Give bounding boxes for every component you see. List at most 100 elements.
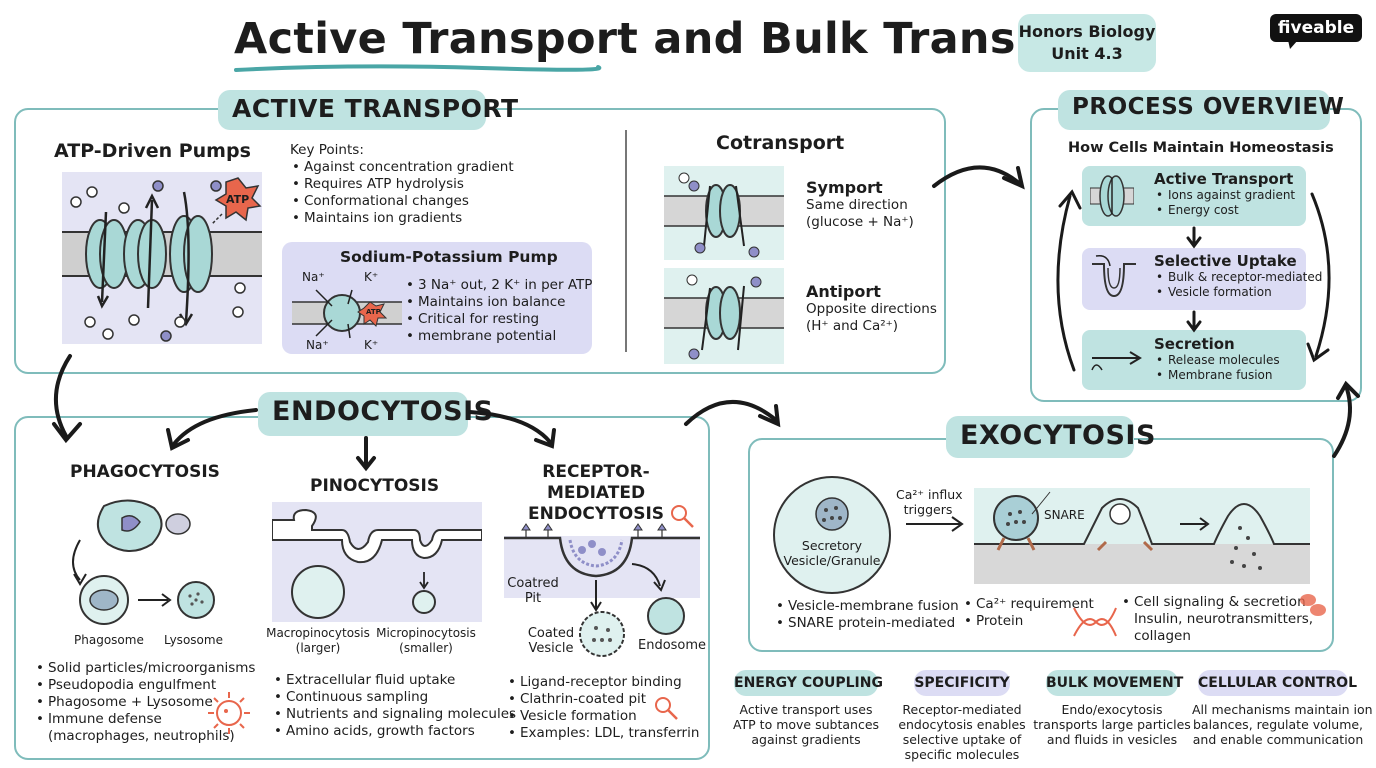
- rme-point-item: Ligand-receptor binding: [506, 674, 699, 691]
- concept-line: All mechanisms maintain ion: [1192, 702, 1373, 717]
- symport-line1: Same direction: [806, 197, 908, 213]
- exo-point-item: Vesicle-membrane fusion: [774, 598, 959, 615]
- key-points: Key Points: Against concentration gradie…: [290, 142, 514, 227]
- unit-badge-line2: Unit 4.3: [1051, 44, 1123, 63]
- key-point-item: Conformational changes: [290, 193, 514, 210]
- concept-line: and enable communication: [1192, 732, 1364, 747]
- antiport-title: Antiport: [806, 282, 881, 301]
- concept-specificity-text: Receptor-mediated endocytosis enables se…: [888, 702, 1036, 762]
- pino-point-item: Extracellular fluid uptake: [272, 672, 516, 689]
- napk-k-top: K⁺: [364, 270, 379, 284]
- exocytosis-fusion-illustration: [974, 488, 1310, 584]
- overview-step-line: Bulk & receptor-mediated: [1154, 270, 1322, 285]
- brand-logo-tail: [1288, 40, 1298, 49]
- napk-illustration: [292, 289, 402, 339]
- antiport-line2: (H⁺ and Ca²⁺): [806, 318, 899, 334]
- micropinocytosis-label: Micropinocytosis (smaller): [370, 626, 482, 656]
- trigger-arrow: [906, 516, 964, 532]
- unit-badge-line1: Honors Biology: [1018, 22, 1156, 41]
- concept-line: selective uptake of: [902, 732, 1022, 747]
- napk-point-item: Critical for resting: [404, 311, 592, 328]
- macrophage-icon: [208, 692, 250, 734]
- overview-step-title: Active Transport: [1154, 170, 1294, 188]
- rme-title: RECEPTOR-MEDIATED ENDOCYTOSIS: [496, 462, 696, 525]
- rme-point-item: Clathrin-coated pit: [506, 691, 699, 708]
- antiport-text: Antiport Opposite directions (H⁺ and Ca²…: [806, 282, 937, 335]
- snare-label: SNARE: [1044, 508, 1085, 522]
- coated-vesicle-line1: Coated: [527, 626, 575, 641]
- pinocytosis-points: Extracellular fluid uptake Continuous sa…: [272, 672, 516, 740]
- overview-step-title: Selective Uptake: [1154, 252, 1297, 270]
- macro-line2: (larger): [295, 641, 341, 655]
- concept-line: specific molecules: [904, 747, 1020, 762]
- molecule-icon: [1300, 594, 1326, 616]
- unit-badge: Honors Biology Unit 4.3: [1018, 14, 1156, 72]
- overview-secretion-icon: [1091, 351, 1142, 371]
- phagocytosis-illustration: [72, 499, 215, 625]
- arrow-head: [758, 404, 781, 428]
- key-points-title: Key Points:: [290, 142, 364, 158]
- concept-line: balances, regulate volume,: [1192, 717, 1364, 732]
- atp-burst-label: ATP: [226, 193, 250, 206]
- key-point-item: Maintains ion gradients: [290, 210, 514, 227]
- exo-point-item: SNARE protein-mediated: [774, 615, 959, 632]
- phagocytosis-points: Solid particles/microorganisms Pseudopod…: [34, 660, 255, 745]
- lysosome-label: Lysosome: [164, 633, 223, 647]
- brand-logo: fiveable: [1270, 14, 1362, 42]
- vesicle-line2: Vesicle/Granule: [783, 553, 881, 568]
- overview-step-line: Membrane fusion: [1154, 368, 1280, 383]
- rme-point-item: Examples: LDL, transferrin: [506, 725, 699, 742]
- vesicle-line1: Secretory: [801, 538, 863, 553]
- trigger-line2: triggers: [903, 502, 953, 517]
- concept-energy-coupling-text: Active transport uses ATP to move subtan…: [722, 702, 890, 747]
- macropinocytosis-label: Macropinocytosis (larger): [258, 626, 378, 656]
- napk-points: 3 Na⁺ out, 2 K⁺ in per ATP Maintains ion…: [404, 277, 592, 345]
- active-transport-heading: ACTIVE TRANSPORT: [218, 90, 518, 130]
- overview-step-line: Ions against gradient: [1154, 188, 1295, 203]
- rme-title-line2: ENDOCYTOSIS: [527, 504, 665, 524]
- napk-atp-label: ATP: [366, 308, 381, 316]
- napk-point-item: membrane potential: [404, 328, 592, 345]
- exo-point-item: Cell signaling & secretion: [1120, 594, 1313, 611]
- exocytosis-heading: EXOCYTOSIS: [946, 416, 1155, 458]
- overview-step-line: Vesicle formation: [1154, 285, 1322, 300]
- micro-line1: Micropinocytosis: [376, 626, 476, 640]
- concept-line: Active transport uses: [739, 702, 873, 717]
- concept-cellular-control-title: CELLULAR CONTROL: [1198, 670, 1357, 696]
- overview-step-active-text: Active Transport Ions against gradientEn…: [1154, 170, 1295, 218]
- concept-cellular-control-text: All mechanisms maintain ion balances, re…: [1192, 702, 1373, 747]
- antiport-illustration: [664, 268, 784, 364]
- concept-bulk-movement-title: BULK MOVEMENT: [1046, 670, 1183, 696]
- overview-step-line: Energy cost: [1154, 203, 1295, 218]
- coated-vesicle-line2: Vesicle: [528, 641, 574, 656]
- exocytosis-col3: Cell signaling & secretion Insulin, neur…: [1120, 594, 1313, 645]
- rme-title-line1: RECEPTOR-MEDIATED: [542, 462, 650, 503]
- symport-line2: (glucose + Na⁺): [806, 214, 914, 230]
- concept-line: and fluids in vesicles: [1046, 732, 1178, 747]
- brand-logo-text: fiveable: [1277, 18, 1355, 38]
- overview-step-title: Secretion: [1154, 335, 1235, 353]
- pinocytosis-title: PINOCYTOSIS: [310, 476, 440, 496]
- overview-step-uptake-text: Selective Uptake Bulk & receptor-mediate…: [1154, 252, 1322, 300]
- atp-pumps-title: ATP-Driven Pumps: [54, 140, 251, 162]
- napk-point-item: 3 Na⁺ out, 2 K⁺ in per ATP: [404, 277, 592, 294]
- phagocytosis-title: PHAGOCYTOSIS: [70, 462, 220, 482]
- overview-uptake-icon: [1092, 254, 1136, 298]
- coated-pit-label: Coatred Pit: [504, 576, 562, 606]
- exocytosis-col1: Vesicle-membrane fusion SNARE protein-me…: [774, 598, 959, 632]
- napk-point-item: Maintains ion balance: [404, 294, 592, 311]
- dna-icon: [1073, 607, 1117, 637]
- overview-subtitle: How Cells Maintain Homeostasis: [1068, 140, 1334, 156]
- pino-point-item: Amino acids, growth factors: [272, 723, 516, 740]
- atp-pumps-illustration: [62, 172, 262, 344]
- endosome-label: Endosome: [638, 638, 707, 653]
- exo-point-item: Ca²⁺ requirement: [962, 596, 1094, 613]
- overview-step-secretion-text: Secretion Release moleculesMembrane fusi…: [1154, 335, 1280, 383]
- napk-na-bottom: Na⁺: [306, 338, 329, 352]
- phago-point-item: Phagosome + Lysosome: [34, 694, 255, 711]
- phago-point-item: Immune defense: [34, 711, 255, 728]
- napk-na-top: Na⁺: [302, 270, 325, 284]
- antiport-line1: Opposite directions: [806, 301, 937, 317]
- exo-col3-line3: collagen: [1134, 628, 1191, 644]
- napk-title: Sodium-Potassium Pump: [340, 248, 558, 266]
